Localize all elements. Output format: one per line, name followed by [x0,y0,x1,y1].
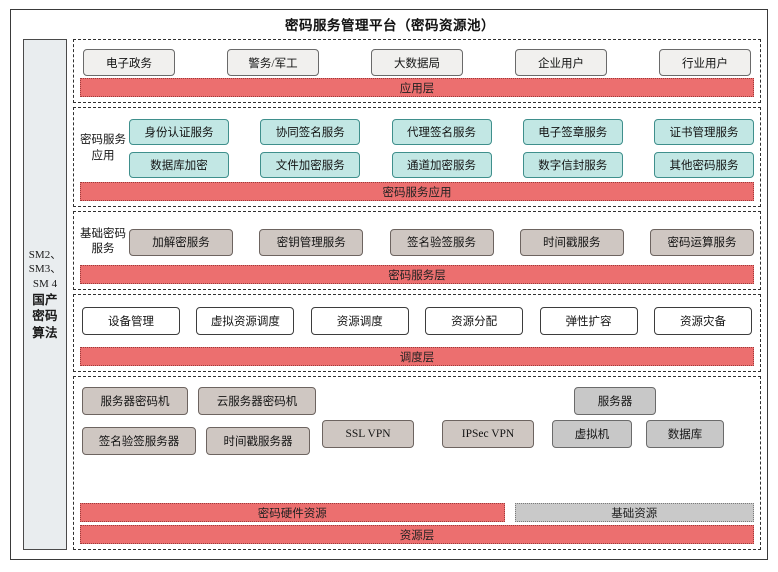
page-title: 密码服务管理平台（密码资源池） [285,18,495,33]
outer-frame: 密码服务管理平台（密码资源池） SM2、 SM3、 SM 4 国产 密码 算法 … [10,9,768,560]
basic-box-encrypt-decrypt[interactable]: 加解密服务 [129,228,233,256]
res-box-timestamp-server[interactable]: 时间戳服务器 [206,427,310,455]
band-crypto-hardware-resource: 密码硬件资源 [80,503,505,522]
label-crypto-service-application: 密码服务应用 [80,134,126,162]
basic-box-crypto-operation[interactable]: 密码运算服务 [650,228,754,256]
crypto-service-application-body: 密码服务应用 身份认证服务 协同签名服务 代理签名服务 电子签章服务 证书管理服… [74,115,760,182]
layer-stack: 电子政务 警务/军工 大数据局 企业用户 行业用户 应用层 密码服务应用 [73,39,761,550]
csa-box-file-encryption[interactable]: 文件加密服务 [260,152,361,178]
crypto-service-band-wrap: 密码服务应用 [74,182,760,206]
sidebar-line-sm4: SM 4 [32,278,58,290]
section-basic-crypto-service: 基础密码服务 加解密服务 密钥管理服务 签名验签服务 时间戳服务 密码运算服务 … [73,211,761,290]
csa-box-proxy-sign[interactable]: 代理签名服务 [391,119,492,145]
scheduling-box-row: 设备管理 虚拟资源调度 资源调度 资源分配 弹性扩容 资源灾备 [74,307,760,335]
sched-box-resource-scheduling[interactable]: 资源调度 [310,307,409,335]
band-application-layer: 应用层 [80,78,754,97]
sidebar-line-crypto: 密码 [32,309,58,324]
res-box-database[interactable]: 数据库 [646,420,724,448]
app-box-police-military[interactable]: 警务/军工 [227,49,319,76]
app-box-egov[interactable]: 电子政务 [83,49,175,76]
res-box-ipsec-vpn[interactable]: IPSec VPN [442,420,534,448]
band-crypto-service-application: 密码服务应用 [80,182,754,201]
res-box-ssl-vpn[interactable]: SSL VPN [322,420,414,448]
label-basic-crypto-service: 基础密码服务 [80,227,126,255]
csa-box-channel-encryption[interactable]: 通道加密服务 [391,152,492,178]
csa-box-collaborative-sign[interactable]: 协同签名服务 [260,119,361,145]
resource-box-area: 服务器密码机 云服务器密码机 服务器 签名验签服务器 时间戳服务器 SSL VP… [74,387,760,503]
res-box-cloud-server-crypto-machine[interactable]: 云服务器密码机 [198,387,316,415]
resource-band-wrap: 资源层 [74,525,760,549]
basic-box-timestamp[interactable]: 时间戳服务 [519,228,624,256]
csa-box-database-encryption[interactable]: 数据库加密 [129,152,229,178]
section-scheduling-layer: 设备管理 虚拟资源调度 资源调度 资源分配 弹性扩容 资源灾备 调度层 [73,294,761,372]
scheduling-band-wrap: 调度层 [74,347,760,371]
basic-crypto-body: 基础密码服务 加解密服务 密钥管理服务 签名验签服务 时间戳服务 密码运算服务 [74,219,760,265]
res-box-sign-verify-server[interactable]: 签名验签服务器 [82,427,196,455]
band-crypto-service-layer: 密码服务层 [80,265,754,284]
band-resource-layer: 资源层 [80,525,754,544]
res-box-virtual-machine[interactable]: 虚拟机 [552,420,632,448]
application-box-row: 电子政务 警务/军工 大数据局 企业用户 行业用户 [74,49,760,76]
sidebar-line-sm3: SM3、 [28,263,62,276]
crypto-service-row-1: 身份认证服务 协同签名服务 代理签名服务 电子签章服务 证书管理服务 [129,119,754,145]
csa-box-digital-envelope[interactable]: 数字信封服务 [522,152,623,178]
sched-box-device-mgmt[interactable]: 设备管理 [82,307,180,335]
basic-box-key-management[interactable]: 密钥管理服务 [259,228,364,256]
sched-box-virtual-resource-scheduling[interactable]: 虚拟资源调度 [196,307,295,335]
crypto-service-grid: 身份认证服务 协同签名服务 代理签名服务 电子签章服务 证书管理服务 数据库加密… [129,119,754,178]
sidebar-line-algorithm: 算法 [32,325,58,340]
spacer [74,335,760,347]
app-box-industry-user[interactable]: 行业用户 [659,49,751,76]
sidebar-line-domestic: 国产 [32,292,58,307]
section-application-layer: 电子政务 警务/军工 大数据局 企业用户 行业用户 应用层 [73,39,761,103]
sched-box-resource-allocation[interactable]: 资源分配 [425,307,524,335]
section-crypto-service-application: 密码服务应用 身份认证服务 协同签名服务 代理签名服务 电子签章服务 证书管理服… [73,107,761,207]
res-box-server-crypto-machine[interactable]: 服务器密码机 [82,387,188,415]
basic-crypto-box-row: 加解密服务 密钥管理服务 签名验签服务 时间戳服务 密码运算服务 [129,228,754,256]
sidebar-line-sm2: SM2、 [28,248,62,261]
resource-sub-bands: 密码硬件资源 基础资源 [74,503,760,525]
csa-box-certificate-mgmt[interactable]: 证书管理服务 [654,119,754,145]
section-resource-layer: 服务器密码机 云服务器密码机 服务器 签名验签服务器 时间戳服务器 SSL VP… [73,376,761,550]
basic-crypto-band-wrap: 密码服务层 [74,265,760,289]
app-box-bigdata-bureau[interactable]: 大数据局 [371,49,463,76]
sched-box-resource-disaster-recovery[interactable]: 资源灾备 [653,307,752,335]
band-scheduling-layer: 调度层 [80,347,754,366]
app-box-enterprise-user[interactable]: 企业用户 [515,49,607,76]
csa-box-identity-auth[interactable]: 身份认证服务 [129,119,229,145]
csa-box-electronic-seal[interactable]: 电子签章服务 [522,119,623,145]
sched-box-elastic-scaling[interactable]: 弹性扩容 [539,307,638,335]
sidebar-national-crypto-algorithm: SM2、 SM3、 SM 4 国产 密码 算法 [23,39,67,550]
res-box-server[interactable]: 服务器 [574,387,656,415]
title-bar: 密码服务管理平台（密码资源池） [11,10,769,38]
band-infrastructure-resource: 基础资源 [514,503,754,522]
application-band-wrap: 应用层 [74,78,760,102]
basic-box-sign-verify[interactable]: 签名验签服务 [389,228,494,256]
crypto-service-row-2: 数据库加密 文件加密服务 通道加密服务 数字信封服务 其他密码服务 [129,152,754,178]
csa-box-other-crypto[interactable]: 其他密码服务 [654,152,754,178]
